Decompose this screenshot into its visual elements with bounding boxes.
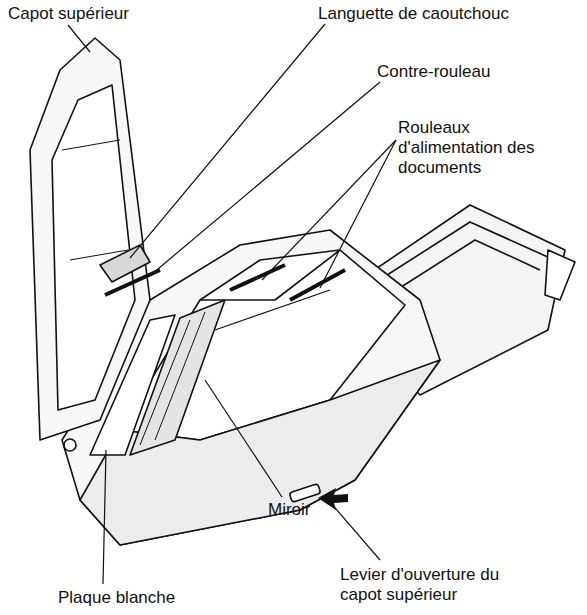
part-label: Rouleaux d'alimentation des documents: [398, 118, 558, 178]
part-label: Plaque blanche: [58, 588, 258, 608]
part-label: Levier d'ouverture du capot supérieur: [340, 565, 540, 605]
part-label: Capot supérieur: [8, 4, 188, 24]
part-label: Contre-rouleau: [377, 62, 577, 82]
part-label: Languette de caoutchouc: [318, 4, 580, 24]
part-label: Miroir: [268, 500, 388, 520]
